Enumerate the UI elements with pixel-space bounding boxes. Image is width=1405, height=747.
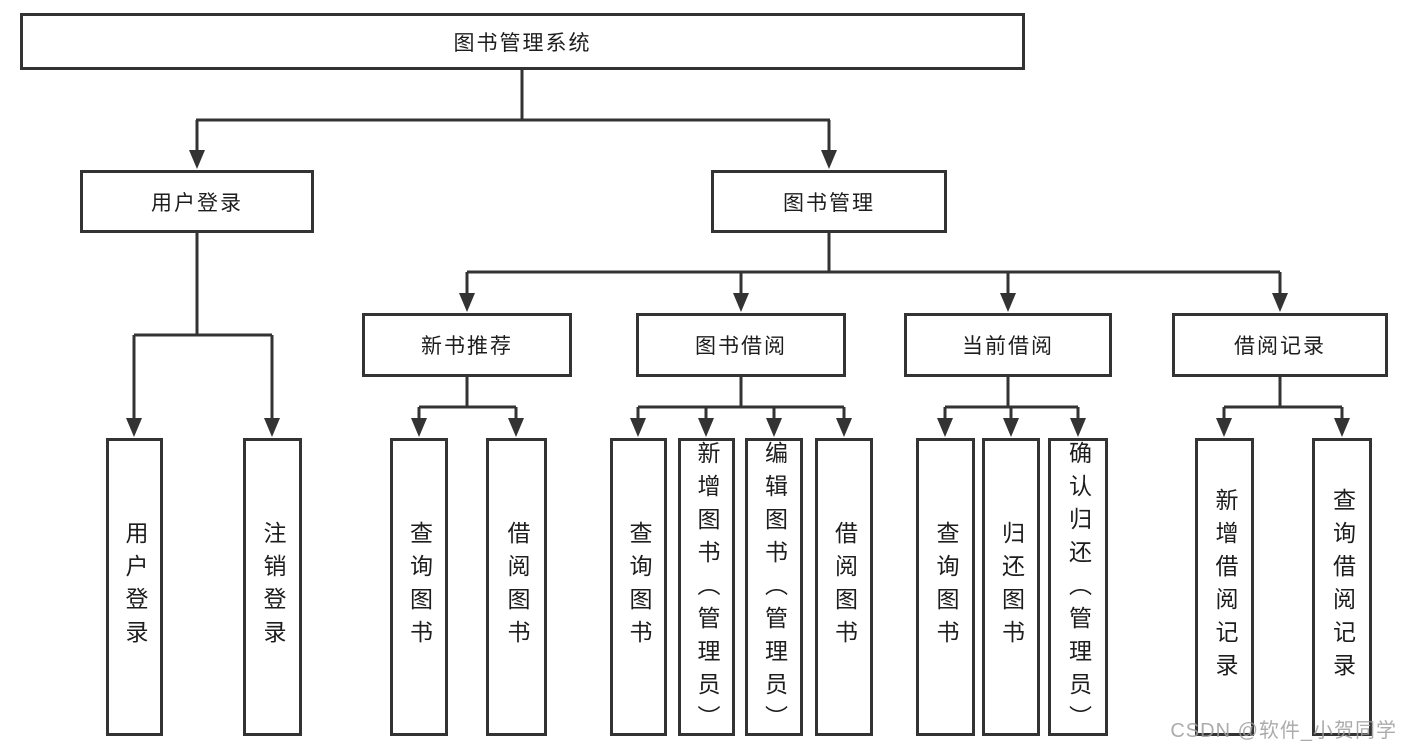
- node-label: 图书借阅: [695, 335, 787, 358]
- node-borrow-records: 借阅记录: [1172, 313, 1388, 377]
- node-label: 确认归还（管理员）: [1065, 441, 1092, 738]
- node-label: 借阅图书: [831, 521, 858, 653]
- node-label: 图书管理: [783, 191, 875, 215]
- node-label: 当前借阅: [962, 335, 1054, 358]
- leaf-borrow-books-recommend: 借阅图书: [486, 438, 547, 736]
- node-library-management-system: 图书管理系统: [20, 13, 1025, 70]
- node-label: 新书推荐: [421, 335, 513, 358]
- leaf-return-books: 归还图书: [982, 438, 1040, 736]
- node-label: 编辑图书（管理员）: [761, 441, 788, 738]
- node-label: 查询借阅记录: [1329, 488, 1356, 686]
- node-label: 归还图书: [998, 521, 1025, 653]
- leaf-query-books-recommend: 查询图书: [390, 438, 448, 736]
- node-label: 查询图书: [626, 521, 652, 653]
- leaf-confirm-return-admin: 确认归还（管理员）: [1048, 438, 1108, 738]
- node-label: 新增图书（管理员）: [694, 441, 720, 738]
- leaf-query-books-borrow: 查询图书: [610, 438, 667, 736]
- node-label: 用户登录: [151, 191, 243, 215]
- node-user-login: 用户登录: [80, 170, 314, 233]
- leaf-query-borrow-record: 查询借阅记录: [1312, 438, 1372, 736]
- leaf-add-book-admin: 新增图书（管理员）: [678, 438, 735, 738]
- node-label: 查询图书: [406, 521, 433, 653]
- leaf-add-borrow-record: 新增借阅记录: [1195, 438, 1254, 736]
- node-label: 借阅记录: [1234, 335, 1326, 358]
- node-book-management: 图书管理: [711, 170, 947, 233]
- arrowheads: [126, 150, 1350, 437]
- node-new-book-recommend: 新书推荐: [362, 313, 572, 377]
- node-label: 图书管理系统: [453, 31, 592, 55]
- leaf-query-books-current: 查询图书: [916, 438, 975, 736]
- leaf-logout-login: 注销登录: [243, 438, 302, 736]
- node-label: 查询图书: [933, 521, 959, 653]
- node-current-borrow: 当前借阅: [904, 313, 1112, 377]
- node-label: 新增借阅记录: [1212, 488, 1238, 686]
- csdn-watermark: CSDN @软件_小贺同学: [1170, 720, 1397, 742]
- leaf-borrow-books-borrow: 借阅图书: [815, 438, 873, 736]
- node-label: 用户登录: [122, 521, 148, 653]
- node-label: 注销登录: [260, 521, 286, 653]
- leaf-edit-book-admin: 编辑图书（管理员）: [745, 438, 803, 738]
- leaf-user-login: 用户登录: [106, 438, 163, 736]
- node-book-borrow: 图书借阅: [636, 313, 846, 377]
- node-label: 借阅图书: [504, 521, 530, 653]
